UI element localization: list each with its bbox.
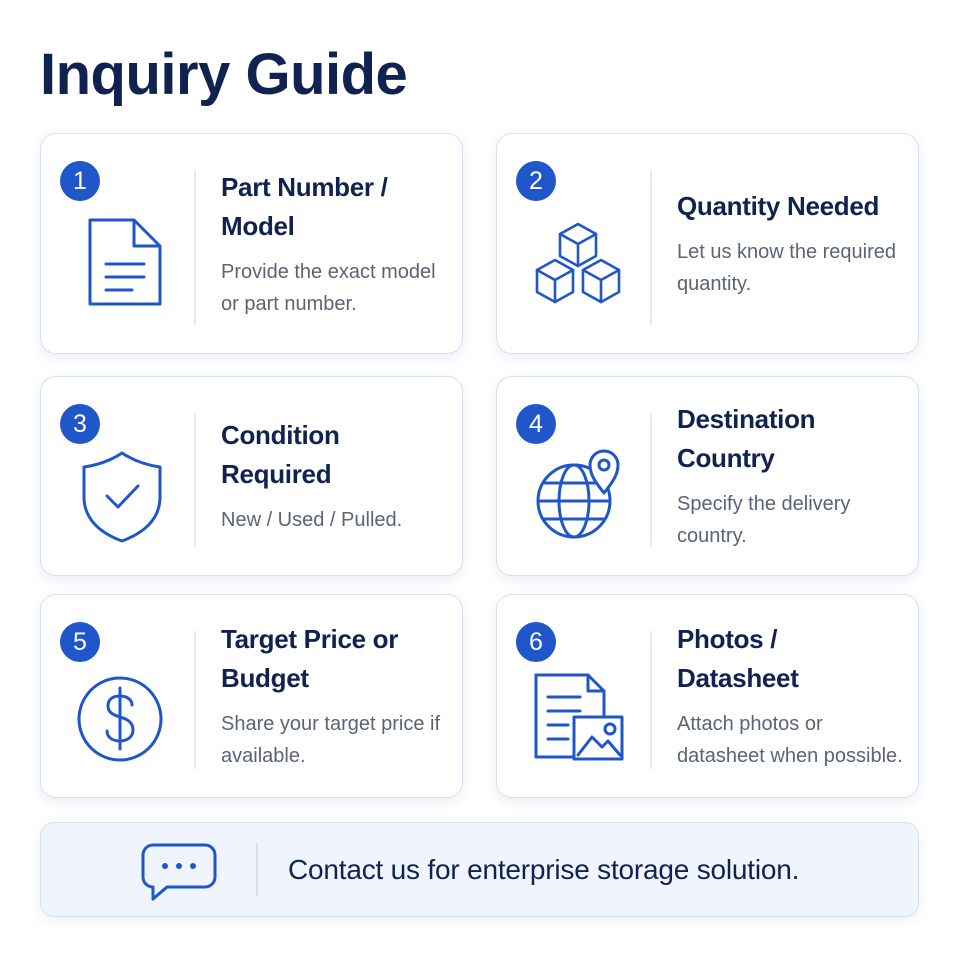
- step-number-badge: 3: [60, 404, 100, 444]
- step-text: Target Price or Budget Share your target…: [221, 595, 448, 797]
- step-description: Let us know the required quantity.: [677, 241, 897, 295]
- contact-text[interactable]: Contact us for enterprise storage soluti…: [288, 853, 800, 885]
- step-card-part-number: 1 Part Number / Model Provide the exact …: [40, 133, 463, 354]
- step-number-badge: 4: [516, 404, 556, 444]
- step-title: Target Price or Budget: [221, 624, 399, 693]
- card-divider: [650, 170, 652, 325]
- step-number-badge: 2: [516, 161, 556, 201]
- shield-check-icon: [74, 449, 170, 545]
- step-description: New / Used / Pulled.: [221, 509, 403, 531]
- step-description: Provide the exact model or part number.: [221, 260, 436, 315]
- document-image-icon: [530, 669, 626, 765]
- document-icon: [74, 214, 170, 310]
- card-divider: [194, 170, 196, 325]
- step-description: Share your target price if available.: [221, 713, 440, 767]
- step-card-target-price: 5 Target Price or Budget Share your targ…: [40, 594, 463, 798]
- step-number-badge: 5: [60, 622, 100, 662]
- footer-divider: [256, 843, 258, 896]
- step-number-badge: 1: [60, 161, 100, 201]
- card-divider: [194, 413, 196, 547]
- card-divider: [650, 631, 652, 769]
- step-title: Quantity Needed: [677, 191, 880, 221]
- card-divider: [194, 631, 196, 769]
- chat-bubble-icon: [139, 841, 219, 905]
- step-description: Specify the delivery country.: [677, 493, 851, 547]
- step-text: Quantity Needed Let us know the required…: [677, 134, 904, 353]
- step-card-quantity: 2 Quantity Needed Let us know the requir…: [496, 133, 919, 354]
- step-card-destination: 4 Destination Country Specify the delive…: [496, 376, 919, 576]
- step-description: Attach photos or datasheet when possible…: [677, 713, 903, 767]
- step-title: Part Number / Model: [221, 171, 388, 241]
- step-card-photos-datasheet: 6 Photos / Datasheet Attach photos or da…: [496, 594, 919, 798]
- step-text: Destination Country Specify the delivery…: [677, 377, 904, 575]
- step-number-badge: 6: [516, 622, 556, 662]
- card-divider: [650, 413, 652, 547]
- step-text: Condition Required New / Used / Pulled.: [221, 377, 448, 575]
- step-title: Photos / Datasheet: [677, 624, 799, 693]
- step-text: Photos / Datasheet Attach photos or data…: [677, 595, 904, 797]
- globe-location-icon: [530, 445, 626, 541]
- contact-banner[interactable]: Contact us for enterprise storage soluti…: [40, 822, 919, 917]
- boxes-icon: [530, 214, 626, 310]
- step-title: Destination Country: [677, 404, 816, 473]
- dollar-icon: [74, 669, 170, 765]
- page-title: Inquiry Guide: [40, 42, 408, 107]
- step-card-condition: 3 Condition Required New / Used / Pulled…: [40, 376, 463, 576]
- step-text: Part Number / Model Provide the exact mo…: [221, 134, 448, 353]
- step-title: Condition Required: [221, 420, 340, 489]
